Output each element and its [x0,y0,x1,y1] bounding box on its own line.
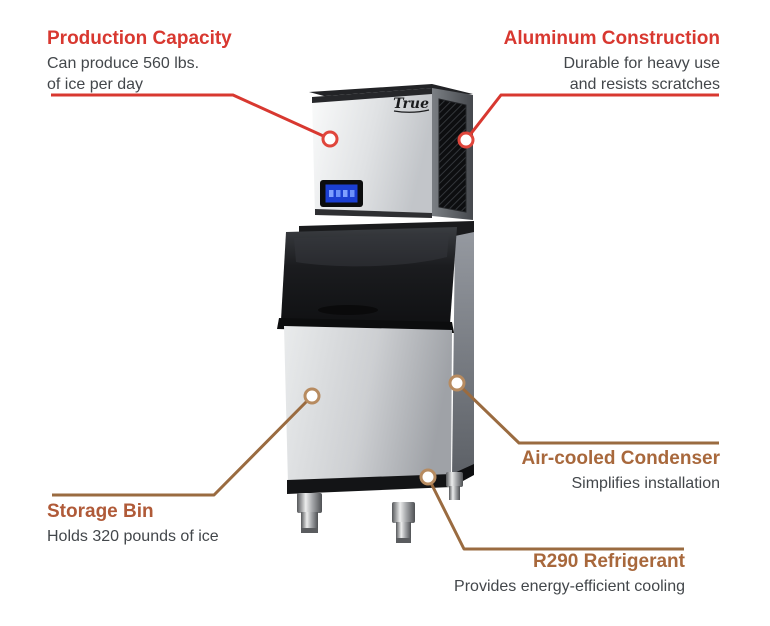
callout-aluminum-construction: Aluminum Construction Durable for heavy … [504,27,720,95]
callout-title: Storage Bin [47,501,154,522]
callout-marker-aluminum-construction [457,131,475,149]
ice-maker-head: True [309,84,473,220]
storage-bin-body [277,221,474,494]
callout-r290-refrigerant: R290 Refrigerant Provides energy-efficie… [454,550,685,597]
bin-base-front [287,474,452,494]
callout-title: Production Capacity [47,28,232,49]
callout-line-production-capacity [51,93,331,141]
callout-text-line: and resists scratches [569,76,720,93]
leg-front-center [392,502,415,543]
callout-text-line: Simplifies installation [571,475,720,492]
callout-line-r290-refrigerant [426,476,684,551]
control-display [320,180,363,207]
callout-text-line: Durable for heavy use [563,55,720,72]
callout-text-line: of ice per day [47,76,144,93]
bin-door-highlight [294,233,449,267]
head-vent-grille [438,98,467,213]
bin-front-panel [284,326,452,484]
callout-air-cooled-condenser: Air-cooled Condenser Simplifies installa… [522,447,720,494]
callout-text-line: Can produce 560 lbs. [47,55,200,72]
head-top-trim [312,88,432,103]
head-bottom-trim [315,209,432,218]
leg-front-left [297,493,322,533]
bin-side-face [452,232,474,478]
leg-back-right [446,472,463,500]
callout-production-capacity: Production Capacity Can produce 560 lbs.… [47,27,232,95]
callout-text-line: Holds 320 pounds of ice [47,528,219,545]
brand-logo-underline [393,109,430,113]
callout-marker-storage-bin [303,387,321,405]
callout-title: R290 Refrigerant [532,551,685,572]
callout-line-storage-bin [52,394,314,497]
callout-marker-production-capacity [321,130,339,148]
callout-line-air-cooled-condenser [455,381,719,445]
machine-legs [297,472,463,543]
callout-marker-air-cooled-condenser [448,374,466,392]
callout-line-aluminum-construction [464,93,719,141]
callout-marker-r290-refrigerant [419,468,437,486]
bin-door-handle [318,305,378,315]
callout-title: Aluminum Construction [503,28,720,49]
brand-logo: True [393,96,429,112]
callout-storage-bin: Storage Bin Holds 320 pounds of ice [47,500,219,547]
callout-text-line: Provides energy-efficient cooling [454,578,685,595]
callout-title: Air-cooled Condenser [521,448,720,469]
